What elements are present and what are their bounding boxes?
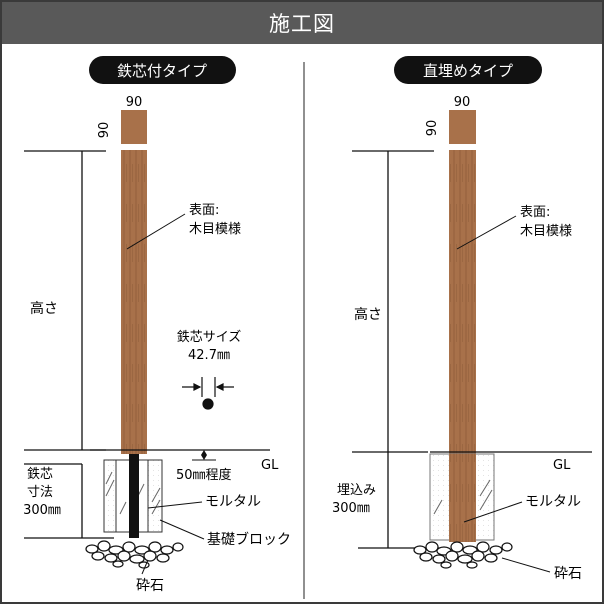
iron-core <box>129 454 139 538</box>
title-bar: 施工図 <box>2 2 602 44</box>
right-gl-label: GL <box>553 458 571 473</box>
left-cap-width-label: 90 <box>126 95 143 110</box>
left-badge-text: 鉄芯付タイプ <box>117 62 207 80</box>
right-height-label: 高さ <box>354 306 382 323</box>
left-panel: 鉄芯付タイプ 90 90 高さ 表面: 木目模様 鉄芯サイズ 42.7㎜ <box>23 56 291 594</box>
embed-label-1: 埋込み <box>337 483 376 498</box>
iron-core-type-badge: 鉄芯付タイプ <box>89 56 236 84</box>
core-len-label-2: 寸法 <box>27 485 53 500</box>
diagram-canvas: 鉄芯付タイプ 90 90 高さ 表面: 木目模様 鉄芯サイズ 42.7㎜ <box>23 56 592 599</box>
left-cap-height-label: 90 <box>97 122 112 139</box>
direct-embed-type-badge: 直埋めタイプ <box>394 56 542 84</box>
embed-label-2: 300㎜ <box>332 501 370 516</box>
core-len-label-1: 鉄芯 <box>27 467 53 482</box>
right-cap-width-label: 90 <box>454 95 471 110</box>
right-gravel-label: 砕石 <box>554 566 582 582</box>
left-mortar-label: モルタル <box>205 494 261 510</box>
right-surface-label-1: 表面: <box>520 205 550 220</box>
right-post-embedded <box>449 454 476 542</box>
page-title: 施工図 <box>269 12 335 36</box>
left-gravel <box>85 540 184 569</box>
left-surface-label-1: 表面: <box>189 203 219 218</box>
left-wood-post <box>121 150 147 454</box>
left-post-cap <box>121 110 147 144</box>
core-size-label-2: 42.7㎜ <box>188 348 230 363</box>
left-gl-label: GL <box>261 458 279 473</box>
right-panel: 直埋めタイプ 90 90 高さ 表面: 木目模様 GL <box>332 56 592 582</box>
right-mortar-label: モルタル <box>525 494 581 510</box>
left-surface-label-2: 木目模様 <box>189 222 241 237</box>
right-badge-text: 直埋めタイプ <box>423 62 513 80</box>
left-gravel-label: 砕石 <box>136 578 164 594</box>
core-size-label-1: 鉄芯サイズ <box>177 329 242 345</box>
right-post-cap <box>449 110 476 144</box>
right-gravel <box>413 541 513 569</box>
core-len-label-3: 300㎜ <box>23 503 61 518</box>
left-height-label: 高さ <box>30 300 58 317</box>
core-size-dimension <box>182 377 234 410</box>
right-cap-height-label: 90 <box>425 120 440 137</box>
depth-note: 50㎜程度 <box>176 467 232 483</box>
right-surface-label-2: 木目模様 <box>520 224 572 239</box>
block-label: 基礎ブロック <box>207 531 291 548</box>
